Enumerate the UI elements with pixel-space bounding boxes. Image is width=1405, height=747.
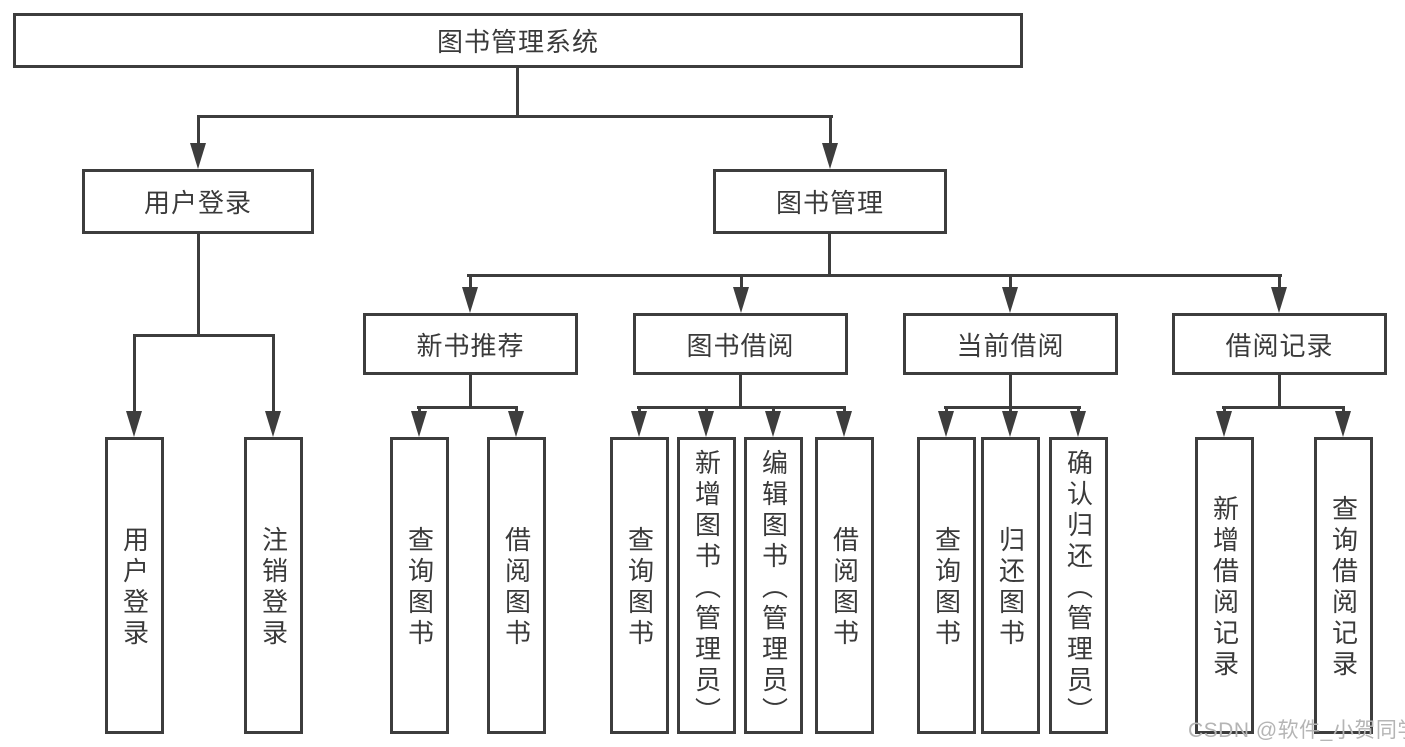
- arrowhead-down-icon: [938, 411, 954, 437]
- arrowhead-down-icon: [1070, 411, 1086, 437]
- connector-line: [418, 406, 421, 415]
- leaf-borrow-books: 借阅图书: [815, 437, 874, 734]
- arrowhead-down-icon: [265, 411, 281, 437]
- connector-line: [945, 406, 948, 415]
- connector-line: [516, 66, 519, 118]
- connector-line: [272, 334, 275, 414]
- arrowhead-down-icon: [836, 411, 852, 437]
- leaf-logout: 注销登录: [244, 437, 303, 734]
- leaf-label: 注销登录: [258, 526, 289, 650]
- leaf-query-books-borrow: 查询图书: [610, 437, 669, 734]
- node-root-library-management-system: 图书管理系统: [13, 13, 1023, 68]
- leaf-label: 查询借阅记录: [1328, 495, 1359, 681]
- connector-line: [1342, 406, 1345, 415]
- connector-line: [843, 406, 846, 415]
- arrowhead-down-icon: [733, 287, 749, 313]
- node-new-book-recommend: 新书推荐: [363, 313, 578, 375]
- node-user-login: 用户登录: [82, 169, 314, 234]
- leaf-label: 查询图书: [404, 526, 435, 650]
- connector-line: [1278, 375, 1281, 409]
- connector-line: [197, 234, 200, 337]
- leaf-label: 新增图书（管理员）: [691, 448, 722, 728]
- connector-line: [469, 375, 472, 409]
- arrowhead-down-icon: [631, 411, 647, 437]
- leaf-label: 新增借阅记录: [1209, 495, 1240, 681]
- leaf-label: 归还图书: [995, 526, 1026, 650]
- connector-line: [515, 406, 518, 415]
- leaf-query-books-recommend: 查询图书: [390, 437, 449, 734]
- leaf-label: 确认归还（管理员）: [1063, 448, 1094, 728]
- connector-line: [133, 334, 136, 414]
- connector-line: [467, 274, 1282, 277]
- arrowhead-down-icon: [1271, 287, 1287, 313]
- connector-line: [1009, 274, 1012, 292]
- connector-line: [1009, 375, 1012, 409]
- arrowhead-down-icon: [1216, 411, 1232, 437]
- arrowhead-down-icon: [190, 143, 206, 169]
- connector-line: [638, 406, 641, 415]
- arrowhead-down-icon: [126, 411, 142, 437]
- leaf-label: 编辑图书（管理员）: [758, 448, 789, 728]
- arrowhead-down-icon: [1002, 287, 1018, 313]
- connector-line: [417, 406, 518, 409]
- leaf-query-borrow-record: 查询借阅记录: [1314, 437, 1373, 734]
- leaf-label: 查询图书: [624, 526, 655, 650]
- connector-line: [1077, 406, 1080, 415]
- leaf-confirm-return-admin: 确认归还（管理员）: [1049, 437, 1108, 734]
- arrowhead-down-icon: [765, 411, 781, 437]
- connector-line: [1222, 406, 1345, 409]
- connector-line: [828, 234, 831, 277]
- connector-line: [705, 406, 708, 415]
- leaf-label: 借阅图书: [501, 526, 532, 650]
- connector-line: [197, 115, 833, 118]
- arrowhead-down-icon: [1335, 411, 1351, 437]
- leaf-borrow-books-recommend: 借阅图书: [487, 437, 546, 734]
- connector-line: [829, 115, 832, 147]
- csdn-watermark: CSDN @软件_小贺同学: [1188, 719, 1405, 742]
- connector-line: [469, 274, 472, 292]
- connector-line: [1009, 406, 1012, 415]
- node-book-management: 图书管理: [713, 169, 947, 234]
- leaf-label: 借阅图书: [829, 526, 860, 650]
- connector-line: [1278, 274, 1281, 292]
- leaf-add-borrow-record: 新增借阅记录: [1195, 437, 1254, 734]
- node-borrow-record: 借阅记录: [1172, 313, 1387, 375]
- connector-line: [740, 274, 743, 292]
- connector-line: [944, 406, 1081, 409]
- leaf-return-books: 归还图书: [981, 437, 1040, 734]
- connector-line: [739, 375, 742, 409]
- connector-line: [1223, 406, 1226, 415]
- node-current-borrow: 当前借阅: [903, 313, 1118, 375]
- connector-line: [133, 334, 275, 337]
- arrowhead-down-icon: [1002, 411, 1018, 437]
- leaf-edit-books-admin: 编辑图书（管理员）: [744, 437, 803, 734]
- leaf-user-login: 用户登录: [105, 437, 164, 734]
- arrowhead-down-icon: [411, 411, 427, 437]
- node-book-borrow: 图书借阅: [633, 313, 848, 375]
- connector-line: [637, 406, 846, 409]
- leaf-add-books-admin: 新增图书（管理员）: [677, 437, 736, 734]
- arrowhead-down-icon: [462, 287, 478, 313]
- leaf-label: 用户登录: [119, 526, 150, 650]
- leaf-label: 查询图书: [931, 526, 962, 650]
- arrowhead-down-icon: [508, 411, 524, 437]
- arrowhead-down-icon: [822, 143, 838, 169]
- leaf-query-books-current: 查询图书: [917, 437, 976, 734]
- connector-line: [772, 406, 775, 415]
- arrowhead-down-icon: [698, 411, 714, 437]
- connector-line: [197, 115, 200, 147]
